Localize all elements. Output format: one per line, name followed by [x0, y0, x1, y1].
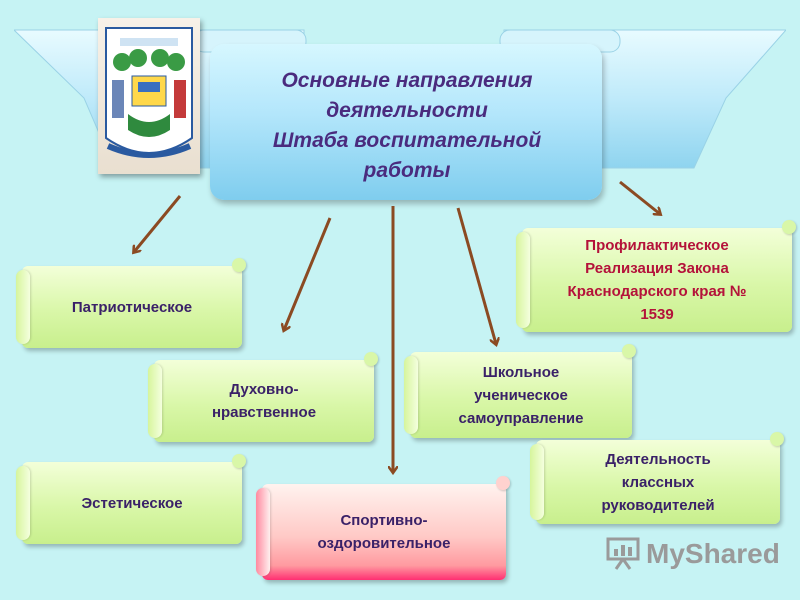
- title-line: работы: [363, 159, 451, 182]
- box-label: самоуправление: [458, 409, 584, 427]
- title-line: Основные направления: [281, 69, 533, 92]
- box-preventive: Профилактическое Реализация Закона Красн…: [516, 220, 796, 332]
- box-label: ученическое: [474, 386, 568, 404]
- box-label: Патриотическое: [71, 298, 193, 316]
- diagram-title: Основные направления деятельности Штаба …: [222, 66, 592, 186]
- box-self-government: Школьное ученическое самоуправление: [404, 344, 636, 438]
- box-label: классных: [621, 473, 695, 491]
- school-emblem: [98, 18, 200, 174]
- box-sports-health: Спортивно- оздоровительное: [256, 476, 510, 580]
- box-label: Деятельность: [605, 450, 711, 468]
- title-line: деятельности: [326, 99, 488, 122]
- arrow-to-spiritual: [284, 217, 332, 330]
- logo-text: MyShared: [646, 538, 780, 569]
- arrow-to-self-government: [456, 207, 496, 344]
- box-label: Профилактическое: [585, 237, 729, 254]
- box-label: нравственное: [211, 404, 317, 421]
- myshared-logo: MyShared: [606, 534, 780, 574]
- box-label: 1539: [640, 306, 674, 323]
- box-label: Духовно-: [229, 381, 299, 398]
- box-label: Краснодарского края №: [567, 283, 747, 300]
- title-scroll: [210, 44, 602, 200]
- box-class-teachers: Деятельность классных руководителей: [530, 432, 784, 524]
- box-label: оздоровительное: [317, 535, 451, 552]
- presentation-icon: [606, 537, 640, 570]
- arrow-to-preventive: [619, 180, 660, 214]
- arrow-to-patriotic: [134, 195, 182, 252]
- box-label: Спортивно-: [340, 512, 428, 529]
- box-label: Эстетическое: [81, 494, 183, 512]
- box-label: Школьное: [482, 363, 560, 381]
- box-aesthetic: Эстетическое: [16, 454, 246, 544]
- box-patriotic: Патриотическое: [16, 258, 246, 348]
- box-label: Реализация Закона: [585, 260, 729, 277]
- title-line: Штаба воспитательной: [272, 129, 542, 152]
- box-spiritual-moral: Духовно- нравственное: [148, 352, 378, 442]
- box-label: руководителей: [601, 496, 715, 514]
